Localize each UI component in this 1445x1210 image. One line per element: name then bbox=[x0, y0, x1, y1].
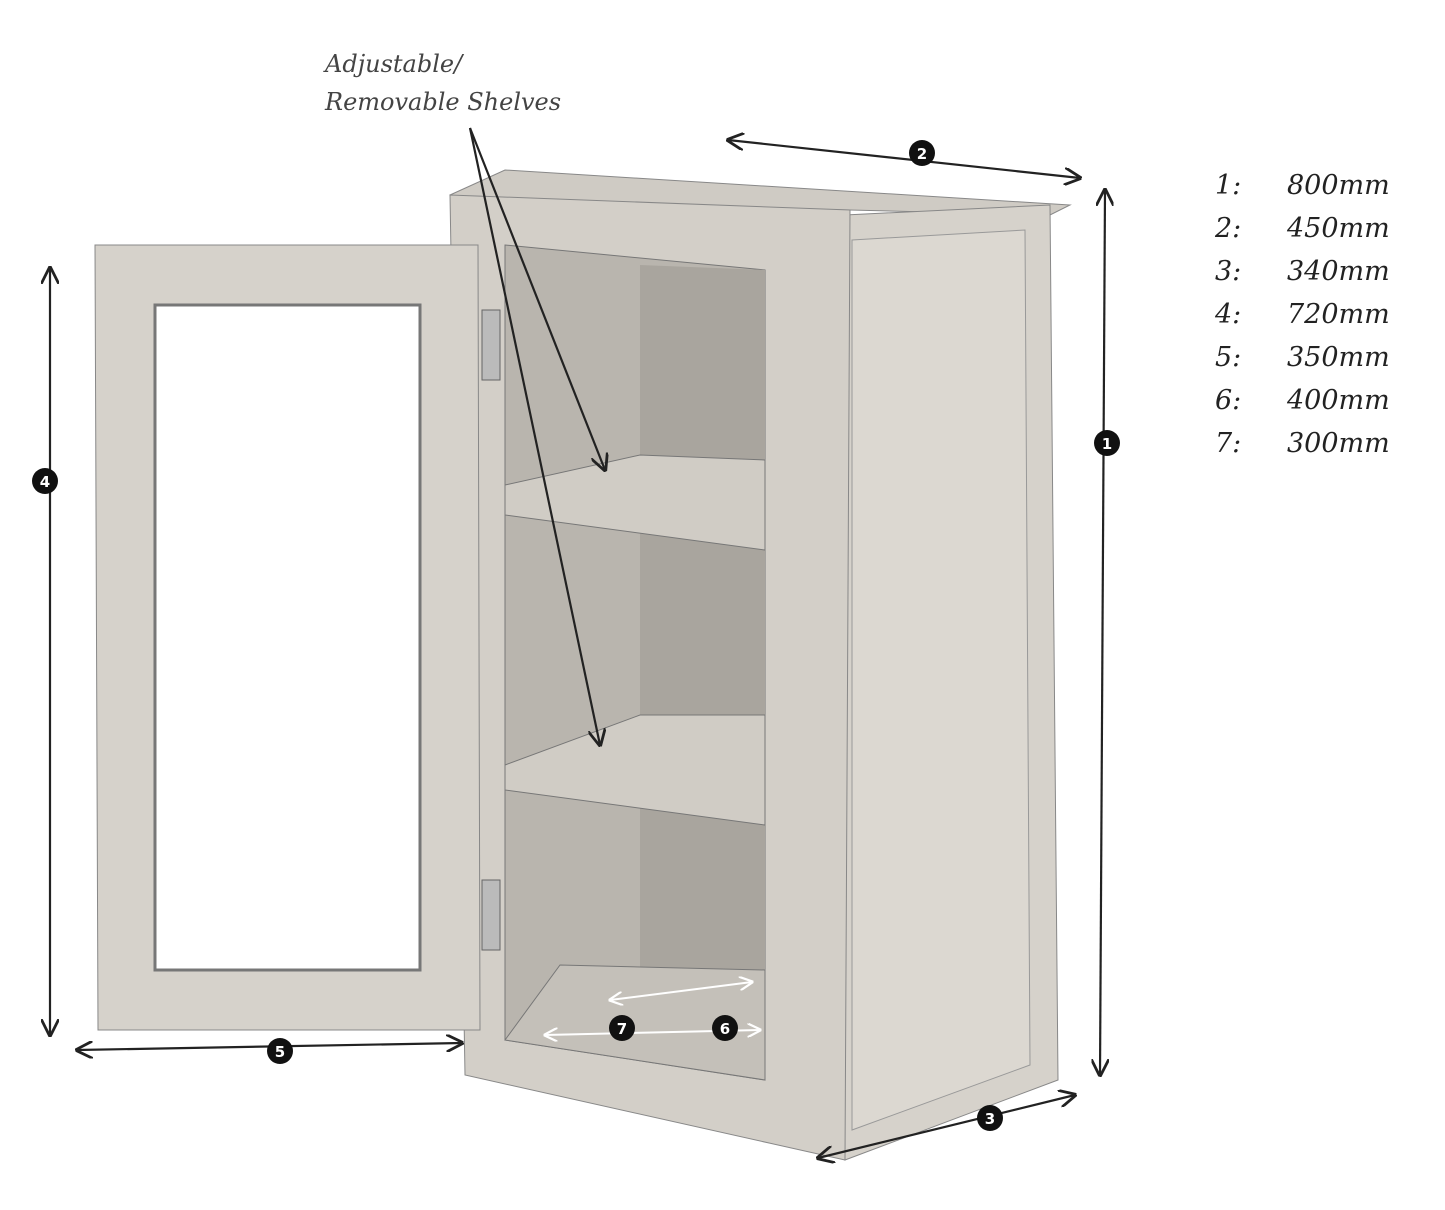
svg-text:2: 2 bbox=[917, 145, 927, 163]
dimension-value: 400mm bbox=[1287, 385, 1390, 416]
dimension-row-4: 4: 720mm bbox=[1215, 299, 1390, 342]
dimension-key: 2: bbox=[1215, 213, 1242, 244]
dimension-arrow-3 bbox=[818, 1095, 1075, 1158]
svg-text:1: 1 bbox=[1102, 435, 1112, 453]
annotation-line-2: Removable Shelves bbox=[324, 88, 561, 116]
dimension-row-7: 7: 300mm bbox=[1215, 428, 1390, 471]
dimension-key: 7: bbox=[1215, 428, 1242, 459]
shelf-lower bbox=[504, 714, 766, 826]
dimension-key: 5: bbox=[1215, 342, 1242, 373]
annotation-line-1: Adjustable/ bbox=[323, 50, 465, 78]
dimension-arrow-6 bbox=[610, 982, 752, 1000]
dimension-value: 350mm bbox=[1287, 342, 1390, 373]
dimension-row-6: 6: 400mm bbox=[1215, 385, 1390, 428]
hinge-bottom bbox=[481, 879, 501, 951]
door-glass bbox=[153, 303, 422, 972]
dimensions-legend: 1:800mm 2:450mm 3:340mm 4:720mm 5:350mm … bbox=[1215, 170, 1390, 471]
dimension-key: 1: bbox=[1215, 170, 1242, 201]
dimension-value: 300mm bbox=[1287, 428, 1390, 459]
svg-text:6: 6 bbox=[720, 1020, 730, 1038]
marker-3: 3 bbox=[977, 1105, 1003, 1131]
dimension-arrow-1 bbox=[1100, 190, 1105, 1075]
svg-text:4: 4 bbox=[40, 473, 50, 491]
marker-6: 6 bbox=[712, 1015, 738, 1041]
svg-text:7: 7 bbox=[617, 1020, 627, 1038]
dimension-value: 450mm bbox=[1287, 213, 1390, 244]
marker-1: 1 bbox=[1094, 430, 1120, 456]
svg-text:3: 3 bbox=[985, 1110, 995, 1128]
dimension-row-1: 1: 800mm bbox=[1215, 170, 1390, 213]
dimension-value: 340mm bbox=[1287, 256, 1390, 287]
marker-7: 7 bbox=[609, 1015, 635, 1041]
marker-4: 4 bbox=[32, 468, 58, 494]
dimension-key: 3: bbox=[1215, 256, 1242, 287]
dimension-row-5: 5: 350mm bbox=[1215, 342, 1390, 385]
dimension-key: 6: bbox=[1215, 385, 1242, 416]
dimension-row-2: 2: 450mm bbox=[1215, 213, 1390, 256]
shelf-upper bbox=[504, 454, 766, 551]
dimension-row-3: 3: 340mm bbox=[1215, 256, 1390, 299]
dimension-value: 800mm bbox=[1287, 170, 1390, 201]
dimension-arrow-2 bbox=[728, 140, 1080, 178]
hinge-top bbox=[481, 309, 501, 381]
marker-5: 5 bbox=[267, 1038, 293, 1064]
svg-text:5: 5 bbox=[275, 1043, 285, 1061]
annotation-pointer-upper bbox=[468, 127, 605, 470]
marker-2: 2 bbox=[909, 140, 935, 166]
annotation-pointer-lower bbox=[468, 127, 600, 745]
dimension-key: 4: bbox=[1215, 299, 1242, 330]
dimension-value: 720mm bbox=[1287, 299, 1390, 330]
